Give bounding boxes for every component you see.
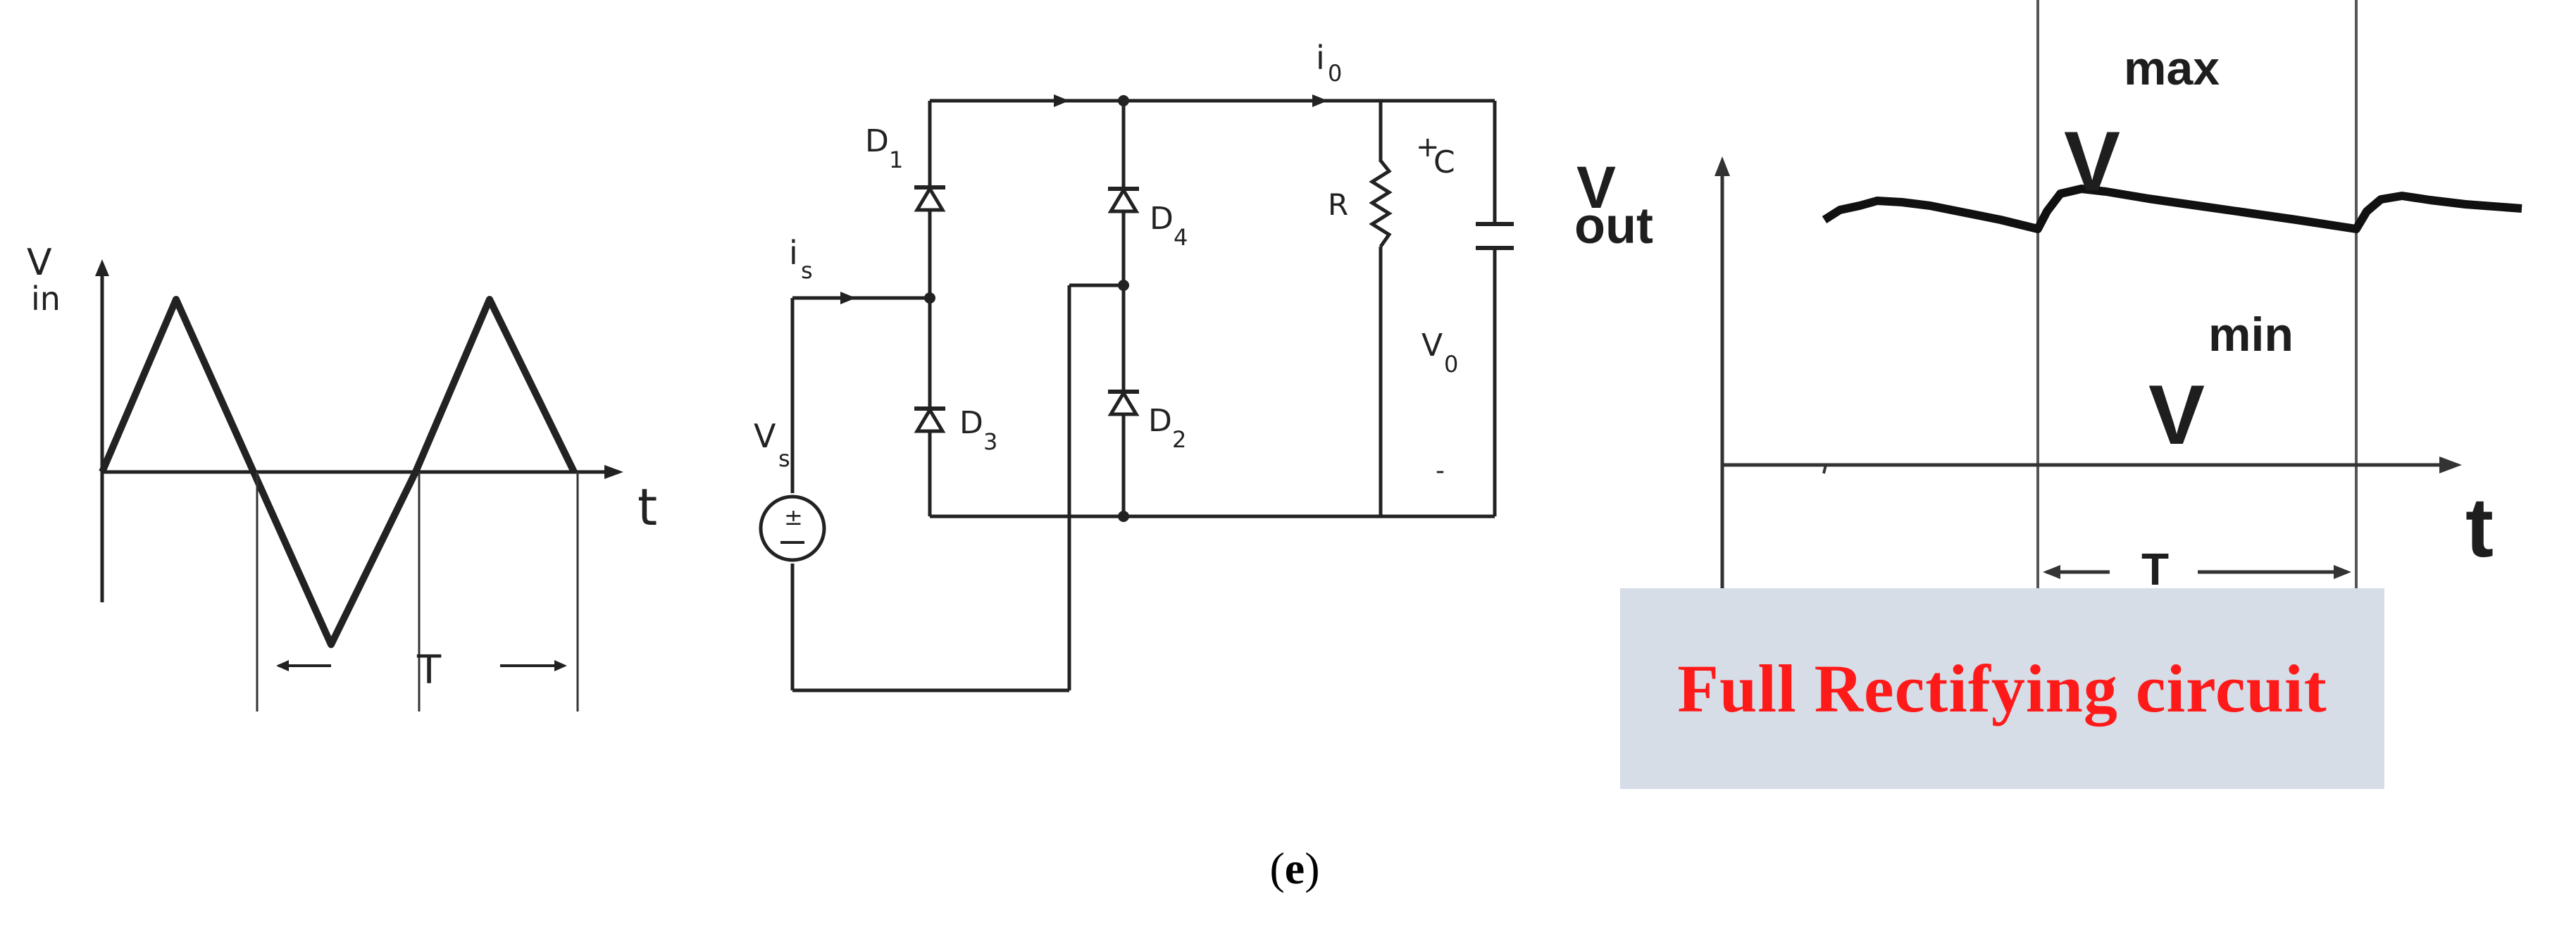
diode-d4 — [1107, 187, 1140, 213]
junction-right-mid — [1118, 280, 1129, 291]
circuit-junctions — [924, 95, 1129, 522]
vout-y-label: V — [1576, 154, 1616, 220]
vout-period-arrowhead-left — [2043, 565, 2060, 579]
d3-label-sub: 3 — [983, 428, 997, 455]
vin-x-label: t — [637, 478, 657, 537]
c-plus-label: + — [1416, 131, 1440, 163]
vo-label: V — [1421, 328, 1443, 364]
vout-x-axis-tick — [1822, 464, 1827, 474]
panel-label-letter: e — [1284, 843, 1305, 893]
vout-x-axis-arrow — [2439, 456, 2462, 473]
diode-d3 — [914, 406, 946, 433]
input-waveform-panel: V in t T — [27, 242, 657, 712]
d2-label: D — [1148, 403, 1172, 439]
vout-period-label: T — [2141, 544, 2169, 595]
vin-y-axis-arrow — [95, 259, 109, 276]
is-label: i — [789, 234, 798, 272]
vmax-label: V — [2064, 114, 2120, 209]
current-arrows — [840, 94, 1328, 304]
resistor-r-zigzag — [1369, 159, 1393, 248]
junction-top-right-column — [1118, 95, 1129, 106]
diode-d3-triangle — [914, 406, 946, 433]
junction-left-mid — [924, 292, 935, 304]
caption-text: Full Rectifying circuit — [1677, 651, 2327, 726]
io-label: i — [1316, 39, 1325, 77]
vin-sine-wave — [99, 296, 578, 648]
capacitor-c — [1476, 222, 1514, 250]
ac-source-plus: ± — [784, 504, 803, 530]
vs-label: V — [754, 417, 776, 455]
d4-label: D — [1150, 201, 1174, 237]
vin-x-axis-arrow — [604, 465, 623, 479]
vo-label-sub: 0 — [1444, 351, 1458, 378]
vin-y-label: V — [27, 242, 52, 284]
io-arrow — [1312, 94, 1328, 107]
vout-y-axis-arrow — [1715, 156, 1730, 176]
is-arrow — [840, 292, 856, 304]
vs-label-sub: s — [778, 445, 790, 472]
diode-d1 — [914, 185, 946, 212]
diode-d4-triangle — [1107, 187, 1140, 213]
panel-label-open: ( — [1269, 843, 1285, 893]
vout-period-arrowhead-right — [2334, 565, 2351, 579]
d4-label-sub: 4 — [1174, 224, 1188, 251]
d1-label: D — [865, 123, 889, 159]
d2-label-sub: 2 — [1172, 426, 1186, 453]
vout-ripple-wave — [1822, 185, 2522, 233]
vout-x-label: t — [2465, 480, 2494, 575]
diode-d2-triangle — [1107, 390, 1140, 416]
diode-d1-triangle — [914, 185, 946, 212]
vin-period-arrowhead-left — [276, 660, 289, 671]
d1-label-sub: 1 — [889, 147, 903, 173]
ac-source-circle — [759, 495, 826, 562]
caption-box: Full Rectifying circuit — [1620, 588, 2384, 789]
vmin-sup: min — [2208, 308, 2294, 361]
output-waveform-panel: V out t V max V min T — [1574, 0, 2522, 595]
ac-source-vs: ± — [759, 495, 826, 562]
is-label-sub: s — [801, 257, 813, 284]
vo-minus-label: - — [1436, 456, 1445, 485]
vmin-label: V — [2148, 368, 2205, 462]
panel-label: (e) — [1252, 843, 1337, 895]
vmax-sup: max — [2124, 42, 2220, 95]
vout-y-label-sub: out — [1574, 198, 1653, 254]
top-rail-arrow — [1054, 94, 1069, 107]
io-label-sub: 0 — [1328, 60, 1342, 87]
bridge-rectifier-circuit — [790, 99, 1497, 692]
diode-d2 — [1107, 390, 1140, 416]
vin-period-label: T — [416, 647, 442, 693]
circuit-labels: D 1 D 4 D 3 D 2 R + C V 0 - i 0 i s V s — [754, 39, 1458, 485]
vin-y-label-sub: in — [31, 280, 61, 318]
panel-label-close: ) — [1305, 843, 1320, 893]
c-label: C — [1433, 144, 1455, 180]
vin-period-arrowhead-right — [554, 660, 567, 671]
d3-label: D — [959, 405, 983, 441]
resistor-r — [1369, 159, 1393, 248]
junction-bottom-right-column — [1118, 511, 1129, 522]
r-label: R — [1328, 187, 1348, 222]
